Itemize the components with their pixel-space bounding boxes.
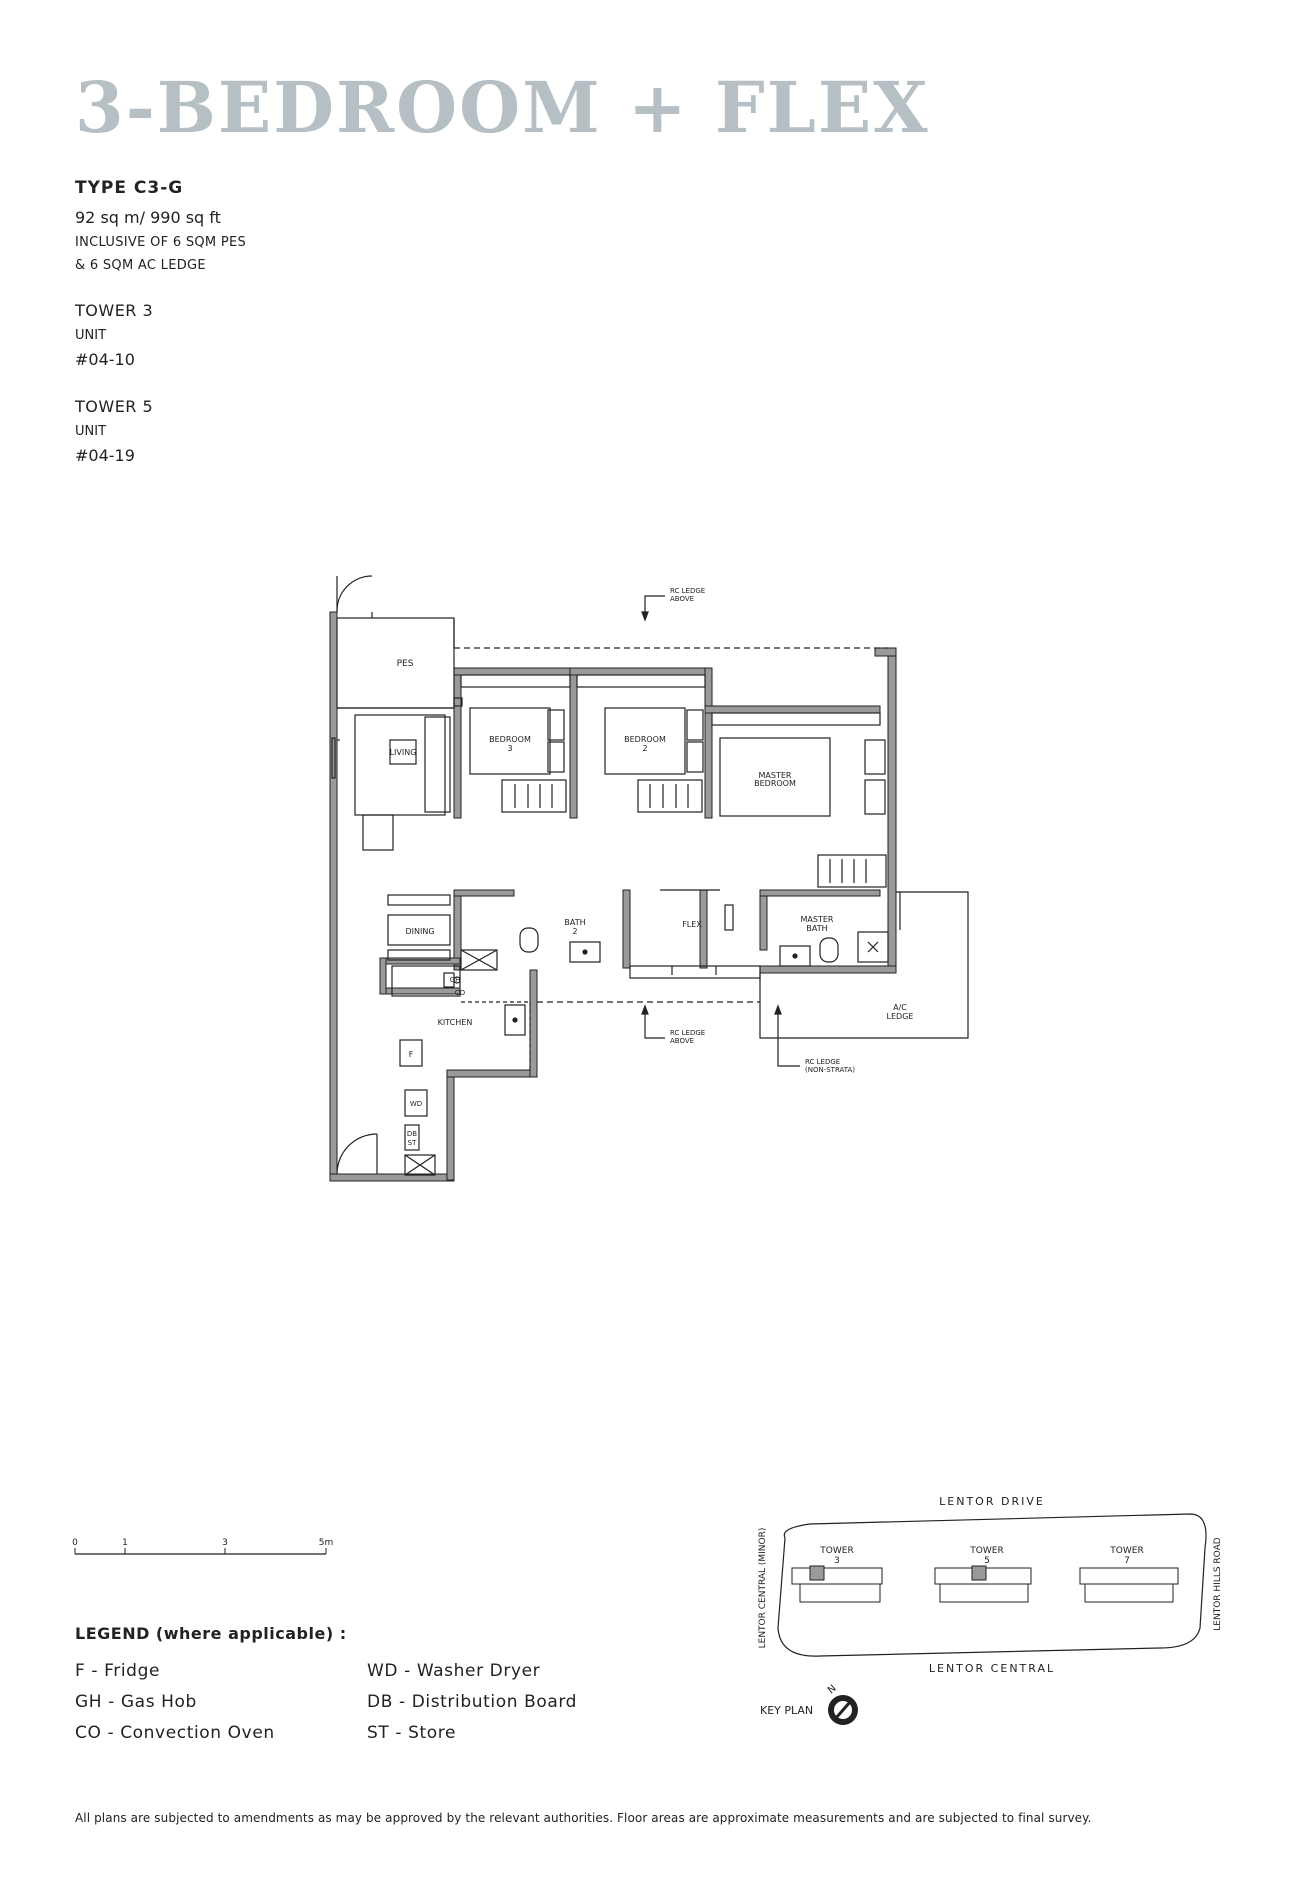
disclaimer: All plans are subjected to amendments as… bbox=[75, 1811, 1092, 1825]
legend-item-fridge: F - Fridge bbox=[75, 1661, 161, 1681]
room-label-pes: PES bbox=[397, 659, 414, 669]
pes-area bbox=[336, 575, 888, 709]
label-rc-ledge-bottom-1: RC LEDGE bbox=[670, 1029, 705, 1037]
room-label-bath-2: BATH bbox=[564, 918, 585, 927]
bedroom-3 bbox=[460, 674, 571, 813]
label-convection-oven: CO bbox=[455, 989, 466, 997]
north-label: N bbox=[826, 1683, 839, 1696]
tower-5-label: TOWER bbox=[969, 1546, 1003, 1556]
label-rc-ledge-top-1: RC LEDGE bbox=[670, 587, 705, 595]
room-label-dining: DINING bbox=[405, 927, 434, 936]
label-store: ST bbox=[408, 1139, 417, 1147]
master-bath bbox=[779, 931, 889, 967]
road-lentor-hills: LENTOR HILLS ROAD bbox=[1213, 1537, 1223, 1630]
label-gas-hob: GH bbox=[450, 976, 461, 984]
tower-5-unit-label: UNIT bbox=[75, 424, 107, 439]
room-label-master-bedroom-1: MASTER bbox=[759, 771, 792, 780]
flex-room bbox=[629, 889, 761, 979]
label-rc-ledge-nonstrata-2: (NON-STRATA) bbox=[805, 1066, 855, 1074]
tower-3-name: TOWER 3 bbox=[75, 301, 154, 320]
master-bedroom bbox=[711, 712, 887, 888]
site-boundary bbox=[777, 1513, 1207, 1657]
unit-area: 92 sq m/ 990 sq ft bbox=[75, 208, 221, 227]
room-label-bedroom-3: BEDROOM bbox=[489, 735, 531, 744]
legend-item-convection-oven: CO - Convection Oven bbox=[75, 1723, 275, 1743]
tower-3-unit: #04-10 bbox=[75, 350, 135, 369]
tower-7-label: TOWER bbox=[1109, 1546, 1143, 1556]
dining-area bbox=[387, 894, 451, 961]
label-ac-ledge-2: LEDGE bbox=[887, 1012, 914, 1021]
tower-3-label: TOWER bbox=[819, 1546, 853, 1556]
key-plan: LENTOR DRIVE LENTOR CENTRAL LENTOR CENTR… bbox=[758, 1495, 1223, 1725]
tower-5-number: 5 bbox=[984, 1556, 990, 1566]
scale-tick-0: 0 bbox=[72, 1538, 78, 1548]
rc-ledge-bottom-pointer bbox=[641, 1004, 665, 1039]
column-marker bbox=[453, 697, 463, 707]
room-label-bedroom-3-number: 3 bbox=[507, 744, 512, 753]
legend-item-distribution-board: DB - Distribution Board bbox=[367, 1692, 578, 1712]
key-plan-label: KEY PLAN bbox=[760, 1704, 813, 1717]
kitchen bbox=[391, 965, 760, 1070]
scale-bar: 0 1 3 5m bbox=[72, 1538, 334, 1555]
road-lentor-central: LENTOR CENTRAL bbox=[929, 1662, 1055, 1675]
label-fridge: F bbox=[409, 1050, 414, 1059]
legend: LEGEND (where applicable) : F - Fridge W… bbox=[75, 1624, 615, 1743]
page-title: 3-BEDROOM + FLEX bbox=[75, 66, 930, 149]
rc-ledge-nonstrata-pointer bbox=[774, 1004, 800, 1067]
room-label-bath-2-number: 2 bbox=[572, 927, 577, 936]
room-label-master-bath-2: BATH bbox=[806, 924, 827, 933]
tower-5-block bbox=[934, 1565, 1032, 1603]
label-rc-ledge-nonstrata-1: RC LEDGE bbox=[805, 1058, 840, 1066]
tower-5-name: TOWER 5 bbox=[75, 397, 154, 416]
legend-item-washer-dryer: WD - Washer Dryer bbox=[367, 1661, 541, 1681]
room-label-bedroom-2-number: 2 bbox=[642, 744, 647, 753]
unit-info: TYPE C3-G 92 sq m/ 990 sq ft INCLUSIVE O… bbox=[75, 178, 246, 465]
legend-heading: LEGEND (where applicable) : bbox=[75, 1624, 347, 1643]
area-note-pes: INCLUSIVE OF 6 SQM PES bbox=[75, 235, 247, 250]
legend-item-gas-hob: GH - Gas Hob bbox=[75, 1692, 197, 1712]
scale-tick-1: 1 bbox=[122, 1538, 128, 1548]
bath-2 bbox=[460, 927, 601, 971]
room-label-living: LIVING bbox=[390, 748, 417, 757]
scale-tick-3: 3 bbox=[222, 1538, 228, 1548]
living-room bbox=[331, 707, 454, 851]
unit-type: TYPE C3-G bbox=[75, 178, 184, 198]
label-washer-dryer: WD bbox=[410, 1100, 422, 1108]
utility-area bbox=[336, 1039, 436, 1176]
scale-tick-5m: 5m bbox=[319, 1538, 334, 1548]
road-lentor-drive: LENTOR DRIVE bbox=[939, 1495, 1045, 1508]
ac-ledge bbox=[759, 891, 969, 1039]
tower-3-unit-label: UNIT bbox=[75, 328, 107, 343]
tower-3-block bbox=[791, 1565, 883, 1603]
label-rc-ledge-top-2: ABOVE bbox=[670, 595, 694, 603]
tower-5-unit: #04-19 bbox=[75, 446, 135, 465]
room-label-kitchen: KITCHEN bbox=[438, 1018, 473, 1027]
tower-7-number: 7 bbox=[1124, 1556, 1130, 1566]
label-distribution-board: DB bbox=[407, 1130, 417, 1138]
road-lentor-central-minor: LENTOR CENTRAL (MINOR) bbox=[758, 1528, 768, 1649]
tower-3-number: 3 bbox=[834, 1556, 840, 1566]
room-label-flex: FLEX bbox=[682, 920, 702, 929]
tower-7-block bbox=[1079, 1567, 1179, 1603]
legend-item-store: ST - Store bbox=[367, 1723, 457, 1743]
bedroom-2 bbox=[576, 674, 706, 813]
floor-plan: PES LIVING BEDROOM 3 bbox=[329, 575, 969, 1182]
outer-walls bbox=[329, 611, 897, 1182]
room-label-master-bath-1: MASTER bbox=[801, 915, 834, 924]
rc-ledge-top-pointer bbox=[641, 595, 665, 622]
north-arrow-icon bbox=[828, 1695, 858, 1725]
room-label-bedroom-2: BEDROOM bbox=[624, 735, 666, 744]
room-label-master-bedroom-2: BEDROOM bbox=[754, 779, 796, 788]
label-rc-ledge-bottom-2: ABOVE bbox=[670, 1037, 694, 1045]
area-note-ac: & 6 SQM AC LEDGE bbox=[75, 258, 206, 273]
label-ac-ledge-1: A/C bbox=[893, 1003, 907, 1012]
